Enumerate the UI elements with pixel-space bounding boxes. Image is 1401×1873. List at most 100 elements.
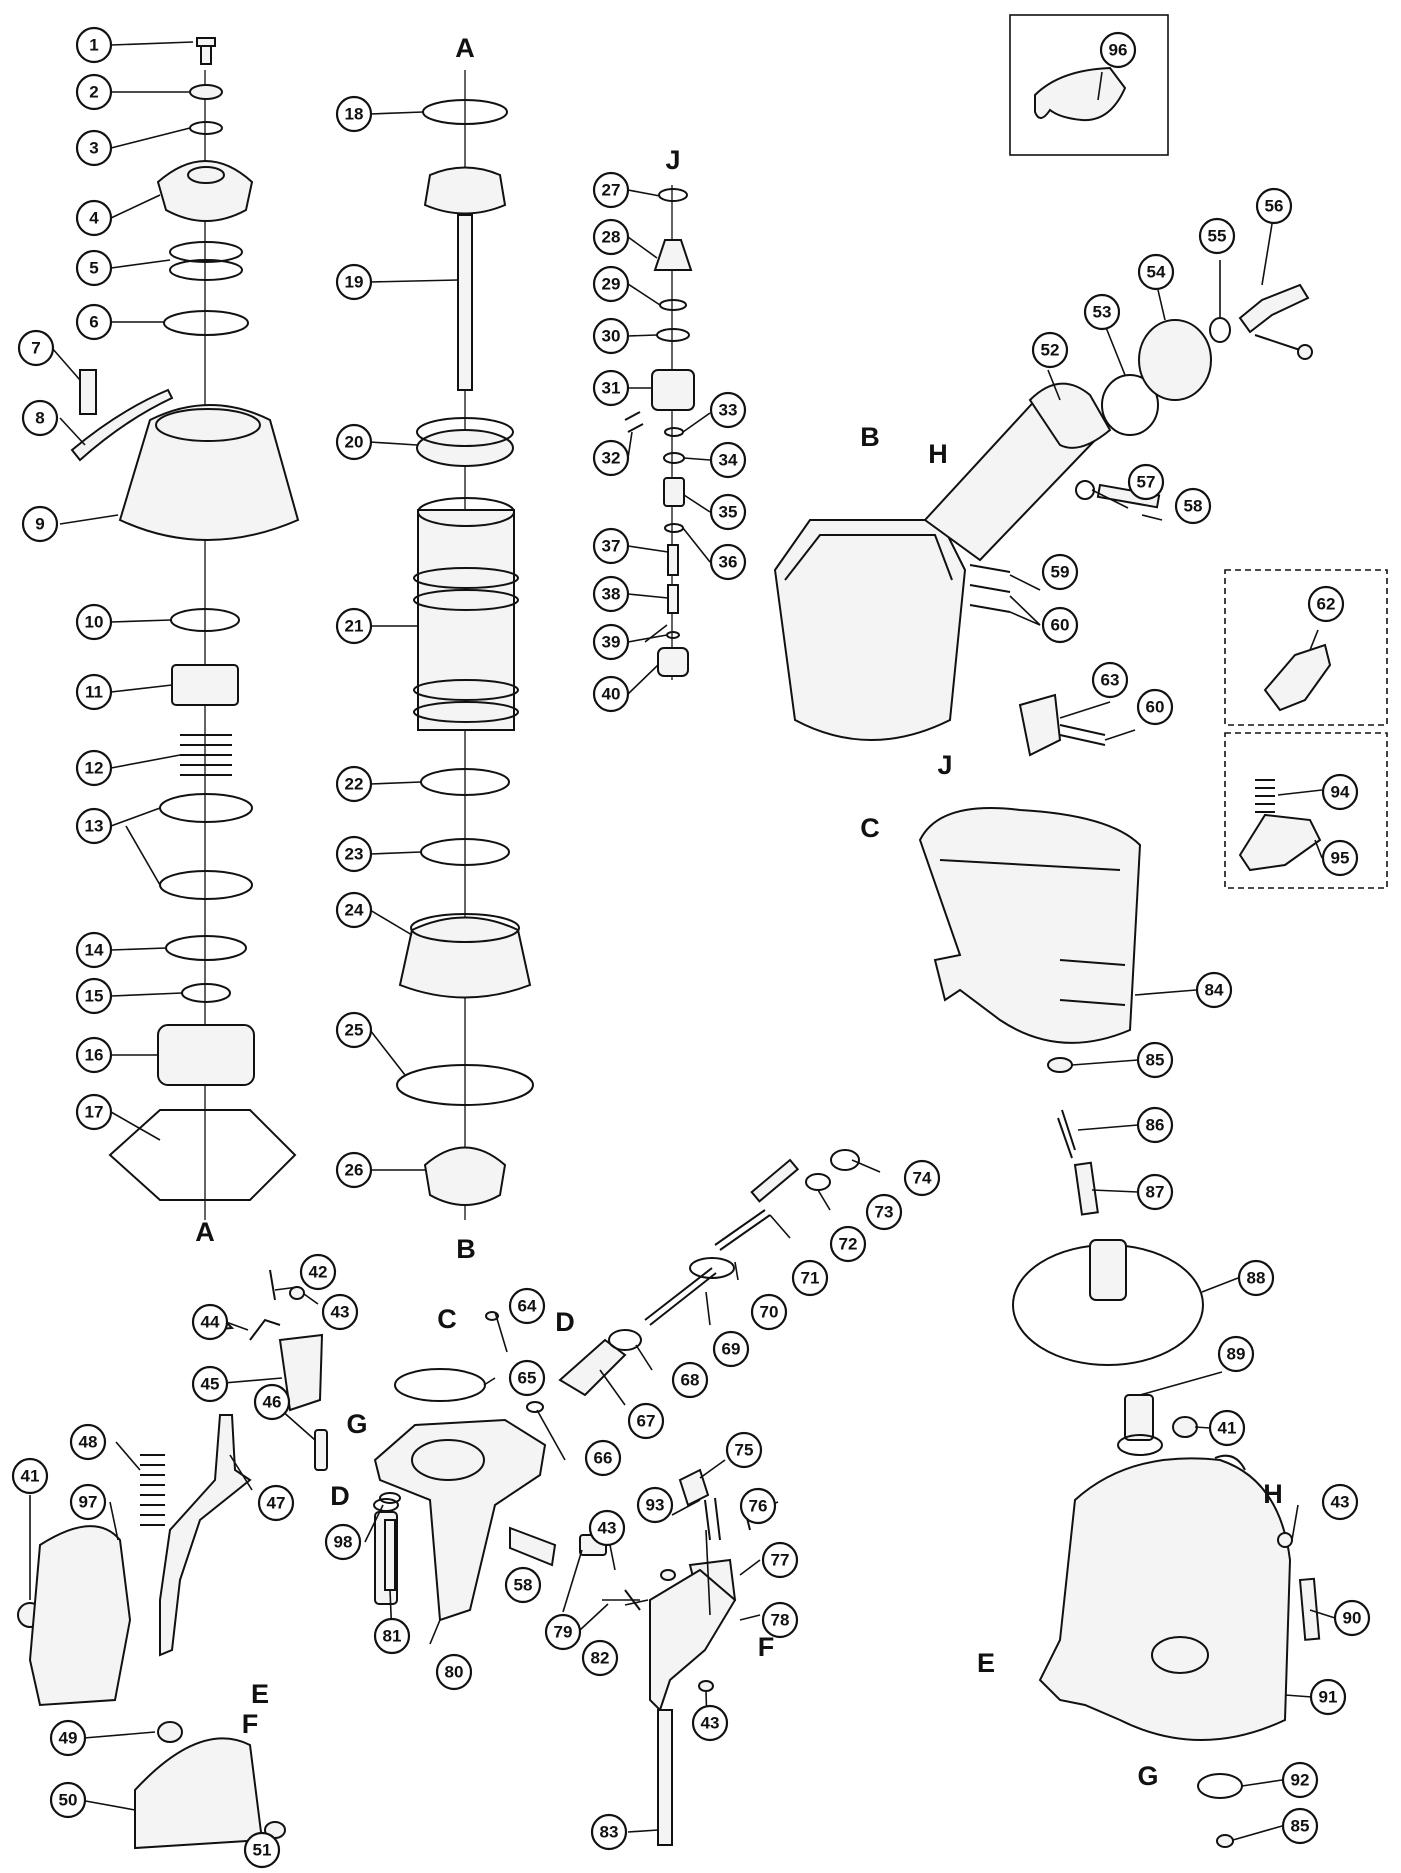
callout-2: 2 bbox=[75, 73, 113, 111]
callout-number: 49 bbox=[59, 1729, 78, 1748]
callout-46: 46 bbox=[253, 1383, 291, 1421]
callout-number: 85 bbox=[1146, 1051, 1165, 1070]
callout-35: 35 bbox=[709, 493, 747, 531]
callout-number: 54 bbox=[1147, 263, 1166, 282]
callout-15: 15 bbox=[75, 977, 113, 1015]
callout-number: 77 bbox=[771, 1551, 790, 1570]
callout-23: 23 bbox=[335, 835, 373, 873]
callout-40: 40 bbox=[592, 675, 630, 713]
callout-8: 8 bbox=[21, 399, 59, 437]
callout-number: 31 bbox=[602, 379, 621, 398]
callout-37: 37 bbox=[592, 527, 630, 565]
callout-number: 70 bbox=[760, 1303, 779, 1322]
callout-number: 28 bbox=[602, 228, 621, 247]
callout-number: 97 bbox=[79, 1493, 98, 1512]
callout-50: 50 bbox=[49, 1781, 87, 1819]
callout-59: 59 bbox=[1041, 553, 1079, 591]
callout-17: 17 bbox=[75, 1093, 113, 1131]
callout-45: 45 bbox=[191, 1365, 229, 1403]
callout-77: 77 bbox=[761, 1541, 799, 1579]
callout-number: 58 bbox=[1184, 497, 1203, 516]
callout-number: 60 bbox=[1146, 698, 1165, 717]
callout-number: 33 bbox=[719, 401, 738, 420]
callout-number: 92 bbox=[1291, 1771, 1310, 1790]
callout-number: 60 bbox=[1051, 616, 1070, 635]
callout-number: 5 bbox=[89, 259, 98, 278]
callout-10: 10 bbox=[75, 603, 113, 641]
ref-letter: J bbox=[665, 145, 680, 175]
feeder-assembly bbox=[526, 1149, 860, 1413]
callout-43d: 43 bbox=[691, 1704, 729, 1742]
callout-36: 36 bbox=[709, 543, 747, 581]
callout-number: 52 bbox=[1041, 341, 1060, 360]
column-piston-parts bbox=[396, 70, 534, 1220]
callout-83: 83 bbox=[590, 1813, 628, 1851]
callout-number: 73 bbox=[875, 1203, 894, 1222]
inset-box-safety-glasses bbox=[1009, 14, 1169, 156]
callout-29: 29 bbox=[592, 265, 630, 303]
callout-number: 85 bbox=[1291, 1817, 1310, 1836]
callout-9: 9 bbox=[21, 505, 59, 543]
callout-68: 68 bbox=[671, 1361, 709, 1399]
callout-11: 11 bbox=[75, 673, 113, 711]
callout-number: 34 bbox=[719, 451, 738, 470]
callout-6: 6 bbox=[75, 303, 113, 341]
callout-94: 94 bbox=[1321, 773, 1359, 811]
callout-number: 6 bbox=[89, 313, 98, 332]
callout-number: 72 bbox=[839, 1235, 858, 1254]
callout-number: 21 bbox=[345, 617, 364, 636]
callout-34: 34 bbox=[709, 441, 747, 479]
callout-number: 26 bbox=[345, 1161, 364, 1180]
callout-71: 71 bbox=[791, 1259, 829, 1297]
callout-number: 74 bbox=[913, 1169, 932, 1188]
callout-63: 63 bbox=[1091, 661, 1129, 699]
callout-49: 49 bbox=[49, 1719, 87, 1757]
ref-letter: H bbox=[928, 439, 948, 469]
callout-number: 43 bbox=[701, 1714, 720, 1733]
callout-78: 78 bbox=[761, 1601, 799, 1639]
callout-number: 22 bbox=[345, 775, 364, 794]
ref-letter: C bbox=[860, 813, 880, 843]
callout-number: 50 bbox=[59, 1791, 78, 1810]
callout-44: 44 bbox=[191, 1303, 229, 1341]
callout-96: 96 bbox=[1099, 31, 1137, 69]
callout-76: 76 bbox=[739, 1487, 777, 1525]
callout-43: 43 bbox=[321, 1293, 359, 1331]
callout-73: 73 bbox=[865, 1193, 903, 1231]
callout-number: 4 bbox=[89, 209, 99, 228]
callout-number: 64 bbox=[518, 1297, 537, 1316]
callout-33: 33 bbox=[709, 391, 747, 429]
callout-number: 76 bbox=[749, 1497, 768, 1516]
callout-number: 63 bbox=[1101, 671, 1120, 690]
callout-87: 87 bbox=[1136, 1173, 1174, 1211]
magazine-assembly bbox=[918, 807, 1142, 1044]
callout-number: 17 bbox=[85, 1103, 104, 1122]
inset-box-part-62 bbox=[1224, 569, 1388, 726]
callout-72: 72 bbox=[829, 1225, 867, 1263]
callout-number: 47 bbox=[267, 1494, 286, 1513]
callout-56: 56 bbox=[1255, 187, 1293, 225]
inset-box-parts-94-95 bbox=[1224, 732, 1388, 889]
callout-number: 23 bbox=[345, 845, 364, 864]
callout-number: 13 bbox=[85, 817, 104, 836]
callout-number: 53 bbox=[1093, 303, 1112, 322]
callout-95: 95 bbox=[1321, 839, 1359, 877]
callout-number: 42 bbox=[309, 1263, 328, 1282]
callout-number: 46 bbox=[263, 1393, 282, 1412]
callout-41b: 41 bbox=[1208, 1409, 1246, 1447]
ref-letter: D bbox=[330, 1481, 350, 1511]
callout-number: 15 bbox=[85, 987, 104, 1006]
callout-number: 41 bbox=[1218, 1419, 1237, 1438]
callout-number: 9 bbox=[35, 515, 44, 534]
callout-58b: 58 bbox=[504, 1566, 542, 1604]
callout-67: 67 bbox=[627, 1402, 665, 1440]
callout-52: 52 bbox=[1031, 331, 1069, 369]
callout-number: 36 bbox=[719, 553, 738, 572]
callout-12: 12 bbox=[75, 749, 113, 787]
callout-26: 26 bbox=[335, 1151, 373, 1189]
callout-number: 8 bbox=[35, 409, 44, 428]
callout-85b: 85 bbox=[1281, 1807, 1319, 1845]
callout-number: 98 bbox=[334, 1533, 353, 1552]
callout-32: 32 bbox=[592, 439, 630, 477]
callout-number: 96 bbox=[1109, 41, 1128, 60]
